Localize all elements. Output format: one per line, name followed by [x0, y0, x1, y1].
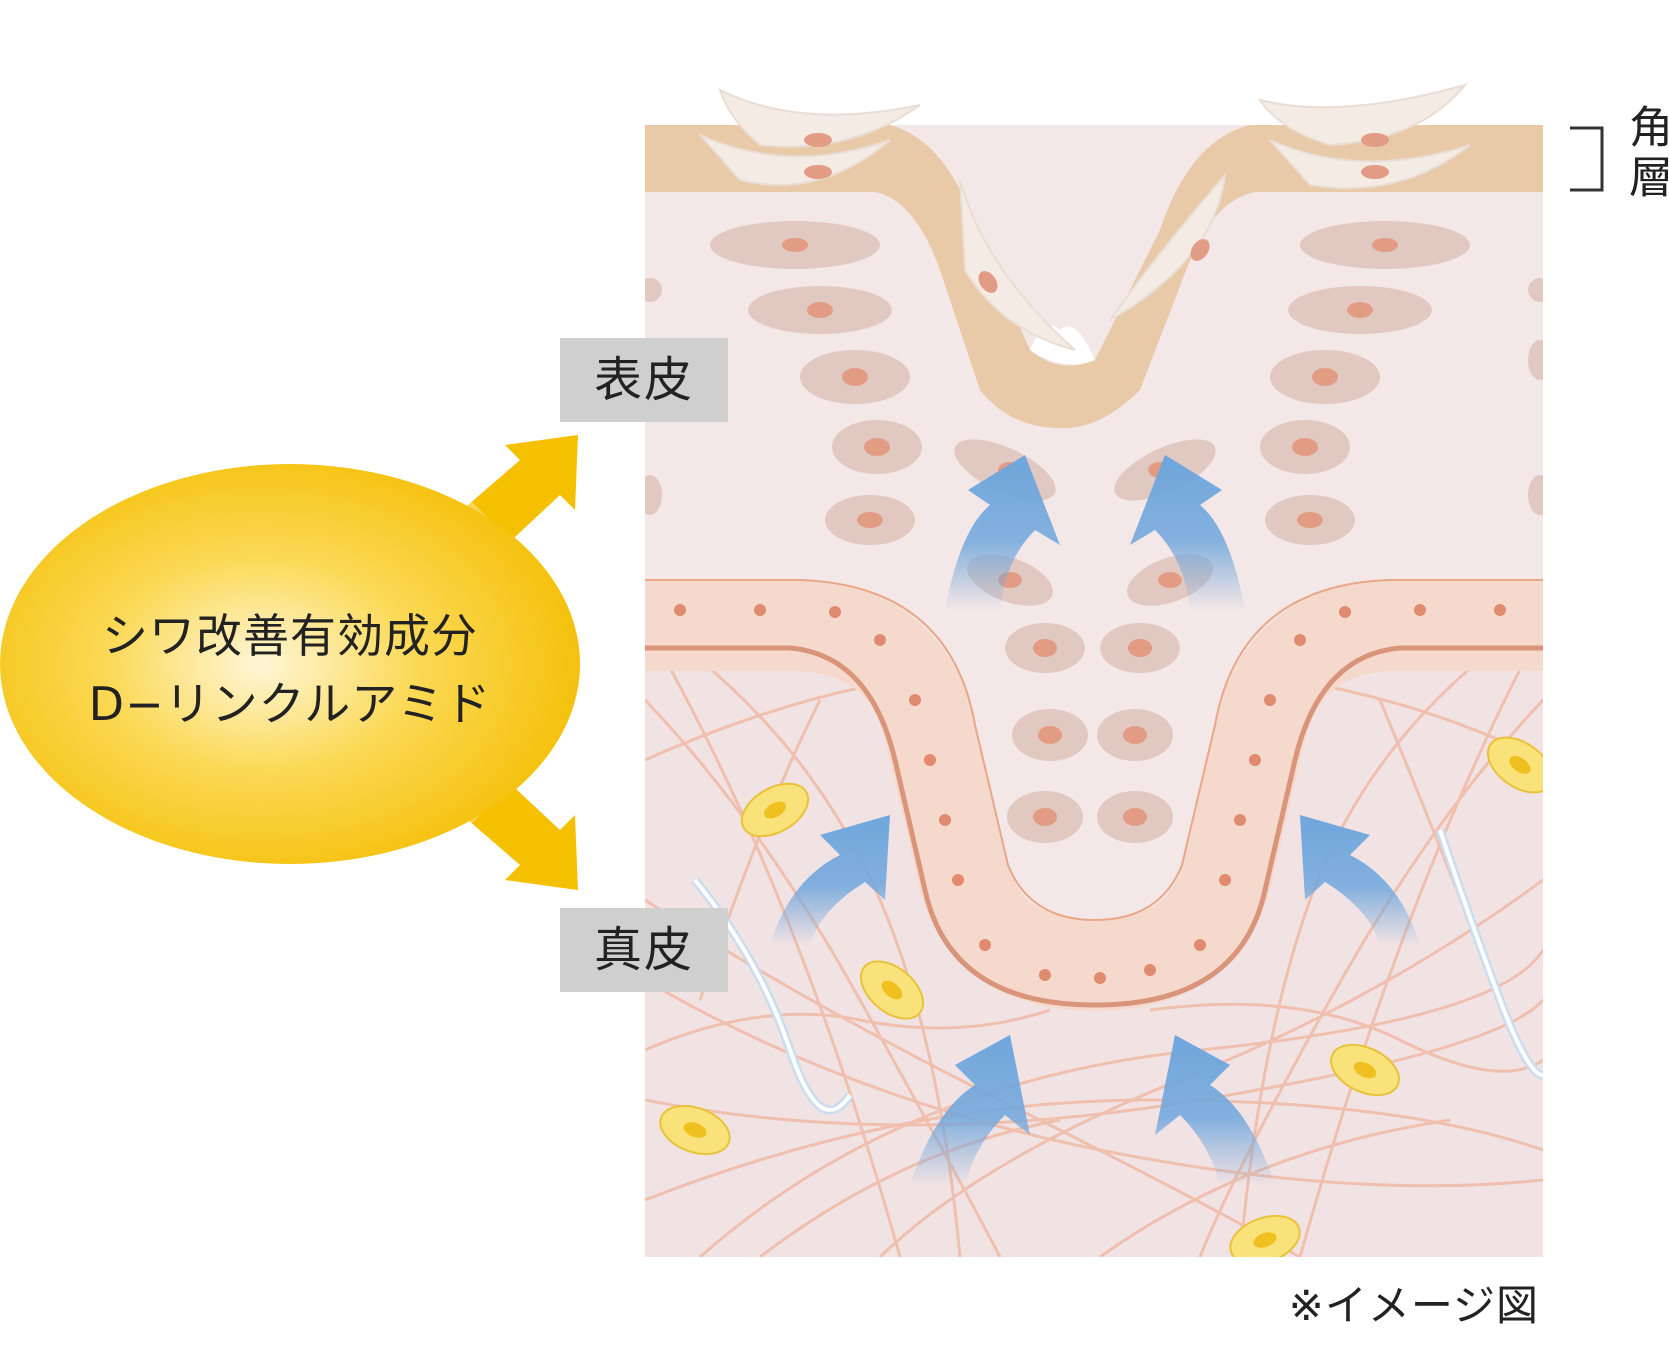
- stratum-corneum-bracket: [1570, 126, 1604, 192]
- membrane-cell-nucleus: [674, 604, 686, 616]
- membrane-cell-nucleus: [829, 606, 841, 618]
- membrane-cell-nucleus: [1234, 814, 1246, 826]
- membrane-cell-nucleus: [1194, 939, 1206, 951]
- membrane-cell-nucleus: [924, 754, 936, 766]
- membrane-cell-nucleus: [952, 874, 964, 886]
- membrane-cell-nucleus: [1249, 754, 1261, 766]
- membrane-cell-nucleus: [1039, 969, 1051, 981]
- blue-arrow-2: [1130, 455, 1245, 610]
- ingredient-ellipse: [0, 464, 580, 864]
- membrane-cell-nucleus: [1494, 604, 1506, 616]
- membrane-cell-nucleus: [1339, 606, 1351, 618]
- blue-arrows: [770, 455, 1420, 1185]
- dermis-label: 真皮: [560, 908, 728, 992]
- membrane-cell-nucleus: [1094, 972, 1106, 984]
- membrane-cell-nucleus: [1414, 604, 1426, 616]
- fibroblast-cells: [659, 736, 1543, 1257]
- image-note: ※イメージ図: [1288, 1281, 1539, 1330]
- skin-cross-section: [645, 125, 1543, 1257]
- epidermis-label: 表皮: [560, 338, 728, 422]
- membrane-cell-nucleus: [1294, 634, 1306, 646]
- membrane-cell-nucleus: [1219, 874, 1231, 886]
- membrane-cell-nucleus: [979, 939, 991, 951]
- basement-membrane: [645, 579, 1543, 1012]
- membrane-cell-nucleus: [1144, 964, 1156, 976]
- membrane-cell-nucleus: [909, 694, 921, 706]
- blue-arrow-6: [1155, 1035, 1275, 1185]
- membrane-cell-nucleus: [1264, 694, 1276, 706]
- ingredient-name-line2: D−リンクルアミド: [88, 677, 492, 731]
- blue-arrow-4: [1300, 815, 1420, 945]
- corneum-flakes: [699, 83, 1471, 351]
- membrane-cell-nucleus: [939, 814, 951, 826]
- blue-arrow-3: [770, 815, 890, 945]
- blue-arrow-1: [945, 455, 1060, 610]
- ingredient-name-line1: シワ改善有効成分: [102, 609, 478, 663]
- stratum-corneum-label: 角層: [1618, 104, 1669, 204]
- membrane-cell-nucleus: [754, 604, 766, 616]
- stratum-corneum-text: 角層: [1621, 104, 1669, 204]
- blue-arrow-5: [910, 1035, 1030, 1185]
- membrane-cell-nucleus: [874, 634, 886, 646]
